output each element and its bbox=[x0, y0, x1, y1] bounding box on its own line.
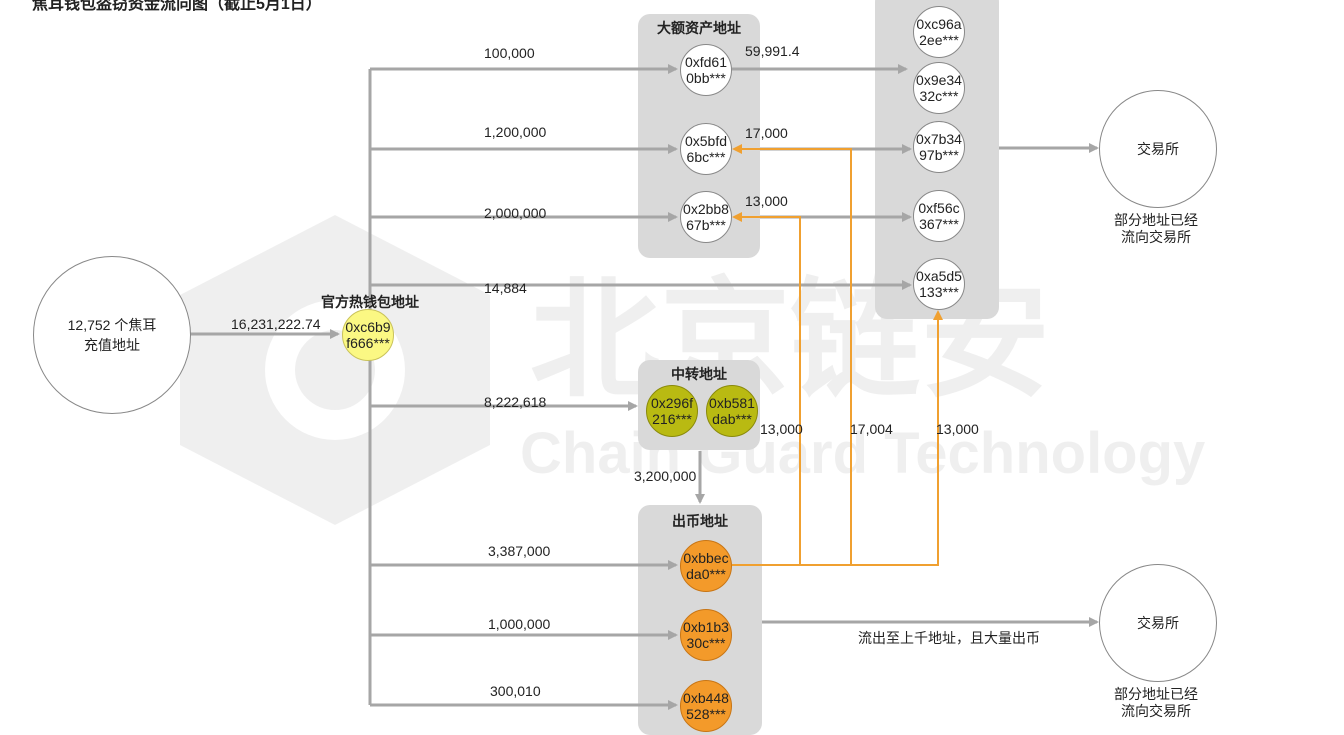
flow-label-to-fd61: 100,000 bbox=[484, 45, 535, 61]
flow-label-vertical-3: 13,000 bbox=[936, 421, 979, 437]
flow-label-bbec-to-2bb8: 13,000 bbox=[745, 193, 788, 209]
hot-wallet-node[interactable]: 0xc6b9 f666*** bbox=[342, 309, 394, 361]
withdraw-title: 出币地址 bbox=[672, 513, 728, 529]
flow-label-to-a5d5: 14,884 bbox=[484, 280, 527, 296]
exchange-node-1[interactable]: 交易所 bbox=[1099, 90, 1217, 208]
address-node-b581[interactable]: 0xb581 dab*** bbox=[706, 385, 758, 437]
flow-label-to-relay: 8,222,618 bbox=[484, 394, 547, 410]
flow-label-to-b1b3: 1,000,000 bbox=[488, 616, 551, 632]
address-node-c96a[interactable]: 0xc96a 2ee*** bbox=[913, 6, 965, 58]
flow-label-to-2bb8: 2,000,000 bbox=[484, 205, 547, 221]
hot-wallet-title: 官方热钱包地址 bbox=[321, 294, 419, 310]
address-node-fd61[interactable]: 0xfd61 0bb*** bbox=[680, 44, 732, 96]
large-assets-title: 大额资产地址 bbox=[657, 20, 741, 36]
outflow-note: 流出至上千地址，且大量出币 bbox=[858, 630, 1040, 646]
address-node-bbec[interactable]: 0xbbec da0*** bbox=[680, 540, 732, 592]
flow-lines bbox=[190, 64, 1099, 710]
deposit-addresses-node[interactable]: 12,752 个焦耳 充值地址 bbox=[33, 256, 191, 414]
address-node-5bfd[interactable]: 0x5bfd 6bc*** bbox=[680, 123, 732, 175]
address-node-a5d5[interactable]: 0xa5d5 133*** bbox=[913, 258, 965, 310]
flow-label-to-5bfd: 1,200,000 bbox=[484, 124, 547, 140]
address-node-2bb8[interactable]: 0x2bb8 67b*** bbox=[680, 191, 732, 243]
flow-label-bbec-to-5bfd: 17,000 bbox=[745, 125, 788, 141]
flow-label-vertical-2: 17,004 bbox=[850, 421, 893, 437]
flow-label-fd61-to-9e34: 59,991.4 bbox=[745, 43, 800, 59]
relay-title: 中转地址 bbox=[671, 366, 727, 382]
flow-label-to-bbec: 3,387,000 bbox=[488, 543, 551, 559]
address-node-b448[interactable]: 0xb448 528*** bbox=[680, 680, 732, 732]
flow-label-deposit-to-hot: 16,231,222.74 bbox=[231, 316, 321, 332]
address-node-b1b3[interactable]: 0xb1b3 30c*** bbox=[680, 609, 732, 661]
page-title: 焦耳钱包盗窃资金流向图（截止5月1日） bbox=[32, 0, 322, 13]
exchange2-note: 部分地址已经 流向交易所 bbox=[1114, 686, 1198, 719]
flow-label-vertical-1: 13,000 bbox=[760, 421, 803, 437]
orange-bbec-to-5bfd bbox=[732, 144, 852, 566]
flow-diagram: 焦耳钱包盗窃资金流向图（截止5月1日） 北京链安 Chain Guard Tec… bbox=[32, 0, 1217, 735]
address-node-7b34[interactable]: 0x7b34 97b*** bbox=[913, 121, 965, 173]
flow-label-relay-to-withdraw: 3,200,000 bbox=[634, 468, 697, 484]
address-node-296f[interactable]: 0x296f 216*** bbox=[646, 385, 698, 437]
exchange-node-2[interactable]: 交易所 bbox=[1099, 564, 1217, 682]
orange-bbec-to-a5d5 bbox=[851, 310, 943, 566]
exchange1-note: 部分地址已经 流向交易所 bbox=[1114, 212, 1198, 245]
orange-bbec-to-2bb8 bbox=[732, 212, 801, 565]
flow-label-to-b448: 300,010 bbox=[490, 683, 541, 699]
address-node-f56c[interactable]: 0xf56c 367*** bbox=[913, 190, 965, 242]
address-node-9e34[interactable]: 0x9e34 32c*** bbox=[913, 62, 965, 114]
